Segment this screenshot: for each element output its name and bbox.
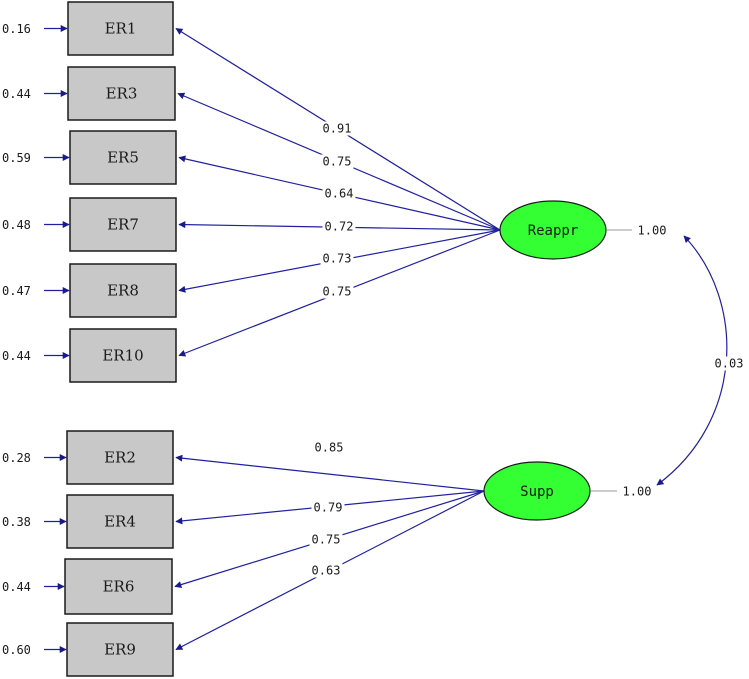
indicator-er10: ER10	[69, 328, 177, 383]
indicator-er9: ER9	[66, 622, 174, 677]
indicator-label: ER8	[107, 282, 139, 300]
loading-value-er10-bg	[320, 284, 354, 299]
latent-ellipse	[499, 200, 607, 260]
loading-value-er9: 0.63	[312, 564, 341, 578]
indicator-er1: ER1	[67, 1, 174, 56]
error-variance-er1: 0.16	[2, 22, 31, 36]
loading-value-er7-bg	[322, 219, 356, 234]
error-variance-er5: 0.59	[2, 151, 31, 165]
indicator-box	[66, 430, 174, 485]
indicator-box	[67, 66, 176, 121]
latent-label: Reappr	[528, 223, 579, 239]
loading-value-er7: 0.72	[325, 220, 354, 234]
loading-value-er5-bg	[322, 186, 356, 201]
indicator-er7: ER7	[69, 197, 177, 252]
indicator-label: ER4	[104, 513, 136, 531]
indicator-box	[69, 130, 177, 185]
indicator-er2: ER2	[66, 430, 174, 485]
indicator-label: ER9	[104, 641, 136, 659]
error-variance-er8: 0.47	[2, 284, 31, 298]
loading-value-er3-bg	[320, 154, 354, 169]
error-variance-er9: 0.60	[2, 643, 31, 657]
error-variance-er4: 0.38	[2, 515, 31, 529]
indicator-label: ER10	[102, 347, 143, 365]
loading-value-er5: 0.64	[325, 187, 354, 201]
indicator-box	[69, 328, 177, 383]
loading-value-er6: 0.75	[312, 533, 341, 547]
indicator-label: ER5	[107, 149, 139, 167]
indicator-label: ER2	[104, 449, 136, 467]
latent-ellipse	[483, 461, 591, 521]
latent-reappr: Reappr	[499, 200, 607, 260]
loading-value-er8-bg	[320, 251, 354, 266]
indicator-box	[69, 197, 177, 252]
loading-value-er4: 0.79	[314, 501, 343, 515]
indicator-box	[67, 1, 174, 56]
loading-value-er2-bg	[312, 440, 346, 455]
loading-value-er9-bg	[309, 563, 343, 578]
indicator-er8: ER8	[69, 263, 177, 318]
indicator-label: ER6	[103, 578, 135, 596]
latent-variance-reappr-bg	[635, 223, 669, 238]
indicator-box	[66, 622, 174, 677]
loading-path-er2	[175, 454, 485, 492]
loading-value-er1: 0.91	[323, 122, 352, 136]
loading-value-er10: 0.75	[323, 285, 352, 299]
loading-value-er1-bg	[320, 121, 354, 136]
loading-value-er6-bg	[309, 532, 343, 547]
latent-variance-supp: 1.00	[623, 485, 652, 499]
latent-variance-reappr: 1.00	[638, 224, 667, 238]
indicator-er6: ER6	[64, 558, 173, 615]
covariance-value-bg	[712, 356, 746, 371]
error-variance-er3: 0.44	[2, 87, 31, 101]
loading-value-er4-bg	[311, 500, 345, 515]
indicator-er5: ER5	[69, 130, 177, 185]
loading-value-er3: 0.75	[323, 155, 352, 169]
latent-label: Supp	[520, 484, 554, 500]
error-variance-er10: 0.44	[2, 349, 31, 363]
indicator-label: ER1	[105, 20, 137, 38]
latent-supp: Supp	[483, 461, 591, 521]
error-variance-er2: 0.28	[2, 451, 31, 465]
error-variance-er7: 0.48	[2, 218, 31, 232]
indicator-label: ER3	[106, 85, 138, 103]
loading-value-er2: 0.85	[315, 441, 344, 455]
indicator-label: ER7	[107, 216, 139, 234]
error-variance-er6: 0.44	[2, 580, 31, 594]
covariance-value: 0.03	[715, 357, 744, 371]
indicator-box	[66, 494, 174, 549]
loading-value-er8: 0.73	[323, 252, 352, 266]
indicator-er4: ER4	[66, 494, 174, 549]
latent-variance-supp-bg	[620, 484, 654, 499]
indicator-box	[64, 558, 173, 615]
indicator-er3: ER3	[67, 66, 176, 121]
indicator-box	[69, 263, 177, 318]
